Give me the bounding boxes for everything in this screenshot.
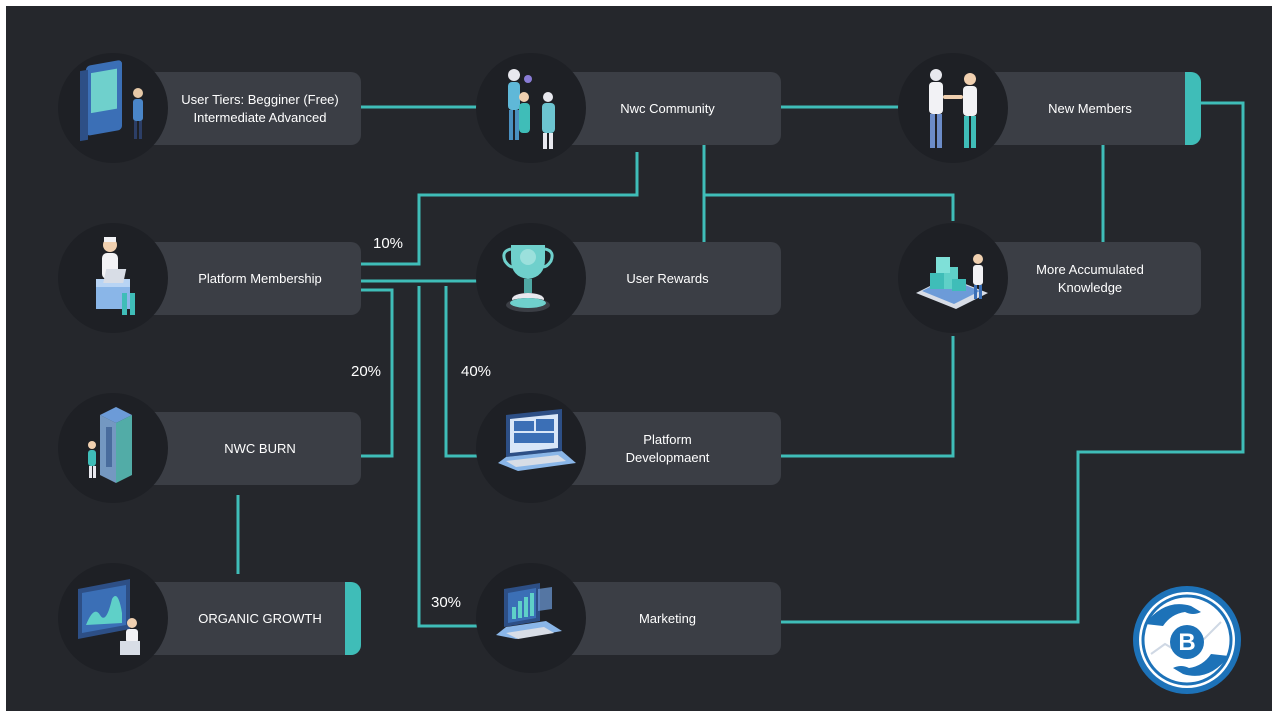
user-tiers-label-line1: User Tiers: Begginer (Free) xyxy=(181,91,339,107)
user-tiers-label-line2: Intermediate Advanced xyxy=(193,109,327,125)
percent-30: 30% xyxy=(431,594,462,611)
line-development-knowledge xyxy=(781,336,955,458)
atm-user-icon xyxy=(58,53,168,163)
marketing-label: Marketing xyxy=(638,610,697,626)
presentation-icon xyxy=(58,563,168,673)
bitcoin-hands-logo: B xyxy=(1133,586,1241,694)
new-members-cap xyxy=(1185,72,1201,145)
organic-pill: ORGANIC GROWTH xyxy=(141,582,361,655)
organic-cap xyxy=(345,582,361,655)
laptop-icon xyxy=(476,393,586,503)
people-community-icon xyxy=(476,53,586,163)
logo-letter: B xyxy=(1178,629,1195,656)
laptop-chart-icon xyxy=(476,563,586,673)
knowledge-label-line1: More Accumulated xyxy=(1036,261,1144,277)
blocks-icon xyxy=(898,223,1008,333)
development-label-line2: Developmaent xyxy=(625,449,710,465)
line-membership-marketing xyxy=(417,286,481,628)
flow-diagram: User Tiers: Begginer (Free) Intermediate… xyxy=(6,6,1272,711)
development-label-line1: Platform xyxy=(643,431,692,447)
new-members-label: New Members xyxy=(1048,100,1132,116)
user-tiers-pill: User Tiers: Begginer (Free) Intermediate… xyxy=(141,72,361,145)
membership-pill: Platform Membership xyxy=(141,242,361,315)
line-membership-development xyxy=(444,286,481,458)
connector-lines xyxy=(236,101,1245,628)
rewards-label: User Rewards xyxy=(626,270,709,286)
line-newmembers-right xyxy=(781,101,1245,624)
percent-10: 10% xyxy=(373,235,404,252)
percent-20: 20% xyxy=(351,363,382,380)
organic-label: ORGANIC GROWTH xyxy=(198,610,322,626)
burn-pill: NWC BURN xyxy=(141,412,361,485)
burn-label: NWC BURN xyxy=(224,440,296,456)
membership-label: Platform Membership xyxy=(198,270,322,286)
knowledge-label-line2: Knowledge xyxy=(1057,279,1123,295)
server-tower-icon xyxy=(58,393,168,503)
percent-40: 40% xyxy=(461,363,492,380)
trophy-icon xyxy=(476,223,586,333)
handshake-icon xyxy=(898,53,1008,163)
line-membership-burn xyxy=(360,288,394,458)
laptop-user-icon xyxy=(58,223,168,333)
community-label: Nwc Community xyxy=(620,100,715,116)
line-community-membership xyxy=(360,152,639,266)
line-community-knowledge xyxy=(704,193,955,221)
